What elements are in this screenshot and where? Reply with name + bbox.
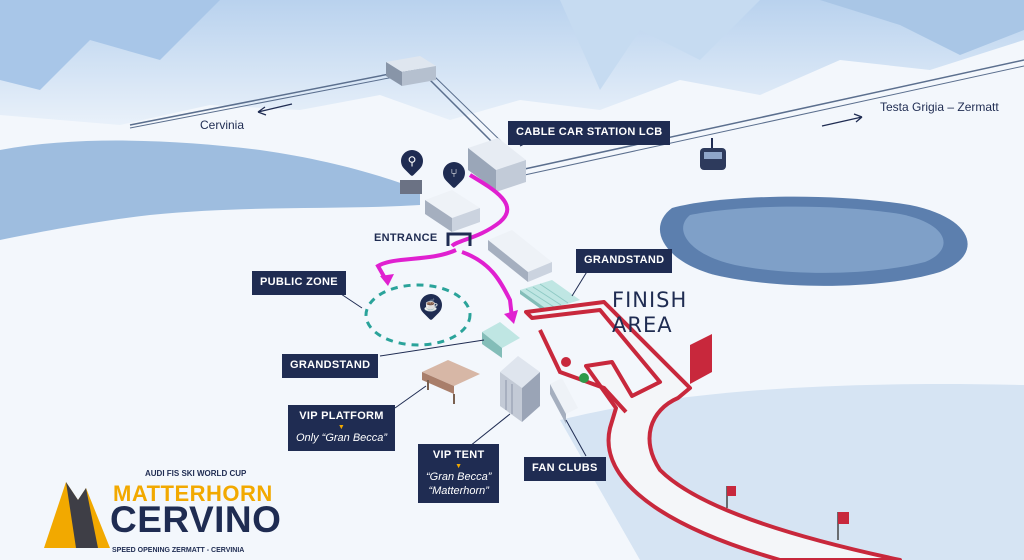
cable-line-left <box>129 71 421 129</box>
arrow-right-icon <box>821 113 863 127</box>
public-zone-label: PUBLIC ZONE <box>252 271 346 295</box>
vip-tent-note-2: “Matterhorn” <box>428 484 489 497</box>
arrow-head-icon <box>504 310 518 324</box>
vip-tent-label: VIP TENT ▼ “Gran Becca” “Matterhorn” <box>418 444 500 504</box>
fan-clubs-label: FAN CLUBS <box>524 457 606 481</box>
cable-car-station-label: CABLE CAR STATION LCB <box>508 121 671 145</box>
finish-banner <box>690 334 712 384</box>
entrance-label: ENTRANCE <box>374 232 438 244</box>
arrow-left-icon <box>257 103 293 116</box>
logo-mountain-shade <box>66 482 98 548</box>
valley-shadow <box>0 140 420 240</box>
grandstand-upper-label: GRANDSTAND <box>576 249 673 273</box>
vip-platform-label: VIP PLATFORM ▼ Only “Gran Becca” <box>288 405 396 451</box>
vip-platform-note: Only “Gran Becca” <box>296 431 388 444</box>
entrance-gate-icon <box>446 232 472 246</box>
pedestrian-route <box>375 248 457 281</box>
logo-top-text: AUDI FIS SKI WORLD CUP <box>145 469 247 478</box>
lake-highlight <box>683 206 944 273</box>
mountain-ridge-shade <box>0 0 220 90</box>
cable-line-mid <box>431 73 509 149</box>
grandstand-lower <box>482 322 520 358</box>
public-zone-boundary <box>364 283 472 347</box>
mountain-peak <box>820 0 1024 55</box>
gate-flag-icon <box>726 486 736 508</box>
vip-tent-note-1: “Gran Becca” <box>426 470 492 483</box>
cable-line-right <box>519 65 1024 177</box>
gate-flag-icon <box>837 512 849 540</box>
restaurant-icon: ⑂ <box>438 157 470 189</box>
cable-line-right <box>519 59 1024 171</box>
finish-marker <box>579 373 589 383</box>
grandstand-upper <box>520 280 580 314</box>
pedestrian-route <box>450 173 510 248</box>
finish-area-line-2: AREA <box>612 313 673 337</box>
mountain-peak <box>560 0 760 90</box>
leader-line <box>565 419 587 457</box>
upper-station-building <box>386 56 436 86</box>
cervinia-label: Cervinia <box>200 118 245 132</box>
vip-platform-title: VIP PLATFORM <box>299 410 384 422</box>
finish-area-line-1: FINISH <box>612 288 688 312</box>
testa-grigia-label: Testa Grigia – Zermatt <box>880 100 999 114</box>
finish-marker <box>561 357 571 367</box>
arrow-head-icon <box>380 274 394 286</box>
finish-area-label: FINISH AREA <box>612 288 687 338</box>
leader-line <box>469 413 511 447</box>
fan-clubs-building <box>550 378 578 424</box>
long-building <box>488 230 552 282</box>
cable-car-icon <box>700 138 726 170</box>
vip-platform-building <box>422 360 480 404</box>
vip-tent-building <box>500 356 540 422</box>
toilet-icon: ⚲ <box>396 145 428 177</box>
logo-footer: SPEED OPENING ZERMATT - CERVINIA <box>112 547 245 554</box>
grandstand-lower-label: GRANDSTAND <box>282 354 379 378</box>
toilet-block <box>400 180 422 194</box>
logo-matterhorn: MATTERHORN <box>113 481 273 506</box>
logo-cervino: CERVINO <box>110 499 282 540</box>
pedestrian-route <box>461 250 514 319</box>
leader-line <box>571 269 589 297</box>
ski-course <box>524 300 902 560</box>
cable-line-left <box>129 67 421 126</box>
hospitality-building <box>425 190 480 232</box>
cable-line-mid <box>424 74 501 151</box>
triangle-icon: ▼ <box>455 462 463 470</box>
vip-tent-title: VIP TENT <box>432 449 485 461</box>
leader-line <box>379 339 485 357</box>
leader-line <box>394 385 427 409</box>
drink-icon: ☕ <box>415 289 447 321</box>
triangle-icon: ▼ <box>337 423 346 431</box>
cable-car-station-building <box>468 138 526 192</box>
mountain-ridge <box>0 0 1024 125</box>
event-logo: AUDI FIS SKI WORLD CUP MATTERHORN CERVIN… <box>40 462 290 558</box>
